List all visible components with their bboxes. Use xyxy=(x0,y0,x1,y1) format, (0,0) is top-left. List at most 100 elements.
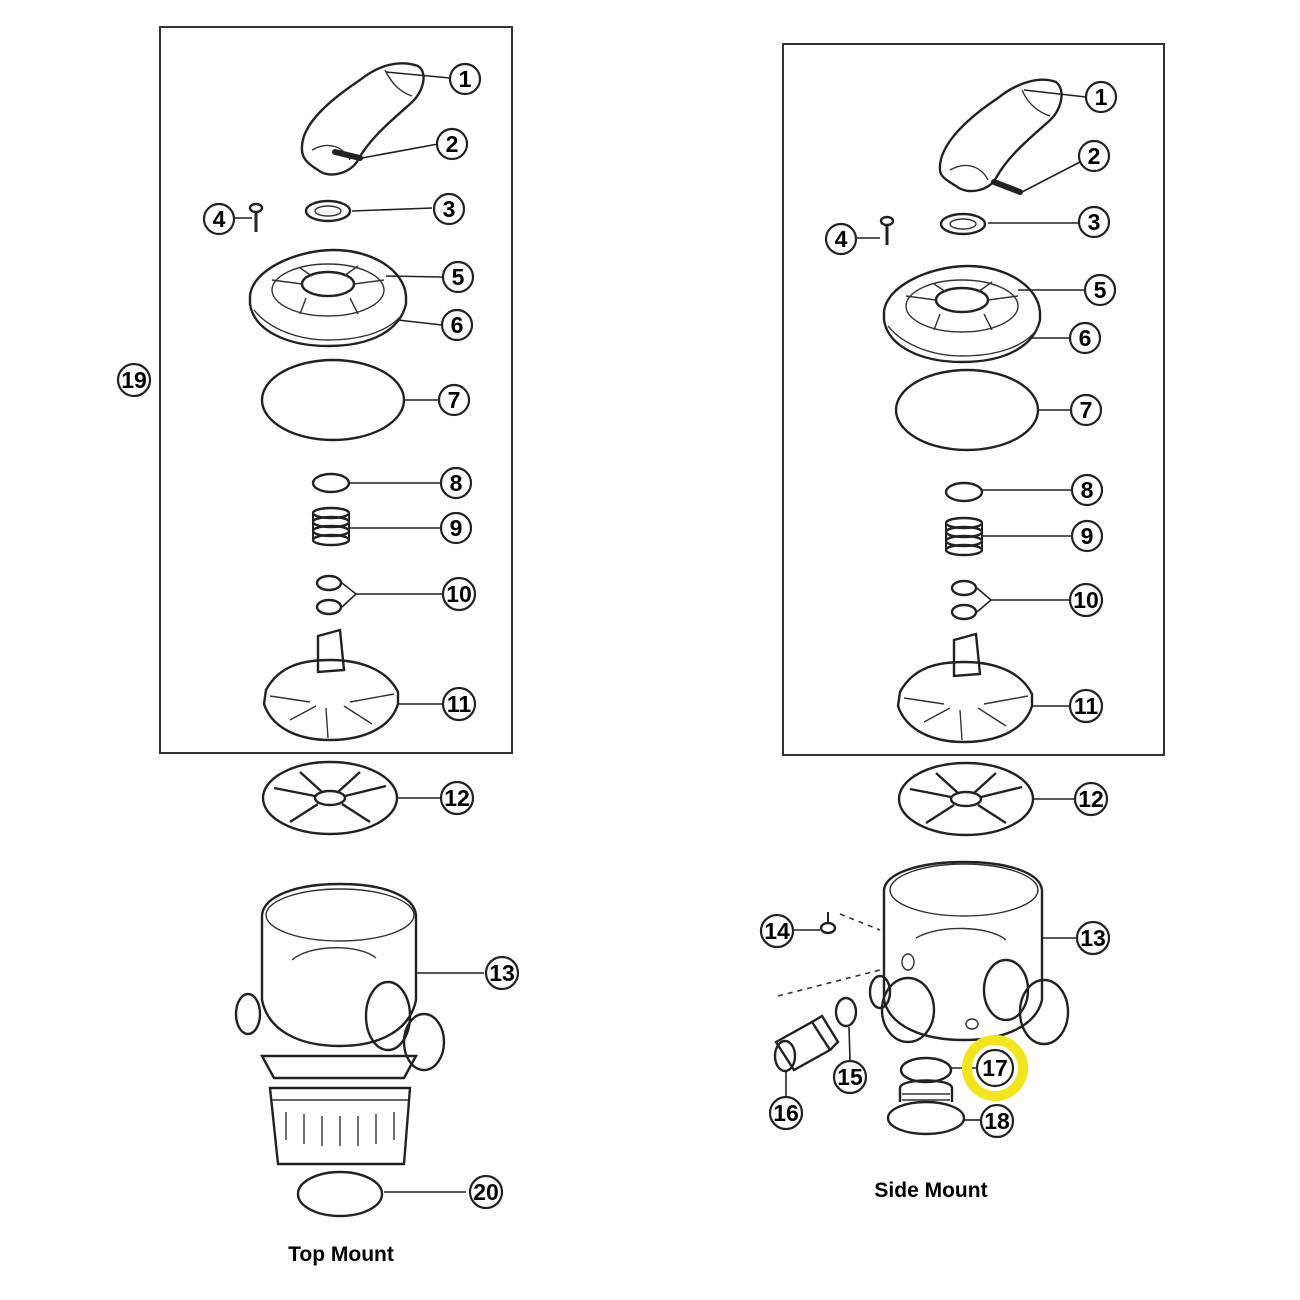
gasket-ring-lower xyxy=(315,598,343,616)
spider-gasket-part xyxy=(897,761,1035,837)
svg-text:1: 1 xyxy=(459,66,472,92)
drain-washer-part xyxy=(834,996,858,1028)
small-washer-part xyxy=(311,472,351,494)
svg-text:16: 16 xyxy=(773,1100,799,1126)
svg-text:8: 8 xyxy=(1081,477,1094,503)
valve-cover-part xyxy=(882,264,1042,364)
callout-10: 10 xyxy=(441,576,477,612)
screw-part xyxy=(879,215,895,245)
callout-20: 20 xyxy=(468,1174,504,1210)
callout-2: 2 xyxy=(1077,139,1111,173)
callout-18: 18 xyxy=(979,1103,1015,1139)
assembly-dashed-line xyxy=(839,913,881,931)
callout-1: 1 xyxy=(1084,80,1118,114)
svg-text:20: 20 xyxy=(473,1179,499,1205)
bottom-o-ring-part xyxy=(296,1170,384,1218)
svg-text:2: 2 xyxy=(446,131,459,157)
right-leader-lines xyxy=(785,89,1087,1121)
rotor-part xyxy=(896,632,1034,744)
svg-text:11: 11 xyxy=(447,691,472,717)
washer-part xyxy=(939,212,987,236)
callout-5: 5 xyxy=(1083,273,1117,307)
plug-part-18 xyxy=(886,1079,966,1136)
svg-text:18: 18 xyxy=(984,1108,1010,1134)
rotor-part xyxy=(262,628,400,742)
svg-text:9: 9 xyxy=(1081,523,1094,549)
spring-part xyxy=(311,506,351,547)
gasket-ring-lower xyxy=(950,603,978,621)
callout-3: 3 xyxy=(1077,205,1111,239)
svg-text:4: 4 xyxy=(213,206,226,232)
svg-text:3: 3 xyxy=(443,196,456,222)
large-o-ring-part xyxy=(260,358,406,442)
fitting-part xyxy=(819,912,837,935)
callout-7: 7 xyxy=(437,383,471,417)
callout-16: 16 xyxy=(768,1095,804,1131)
svg-text:19: 19 xyxy=(121,367,147,393)
top-mount-group-frame xyxy=(159,26,513,754)
side-mount-panel: 1 2 3 4 5 6 7 8 9 10 11 12 13 14 15 16 1… xyxy=(759,43,1165,1202)
o-ring-part-17 xyxy=(899,1056,953,1084)
callout-11: 11 xyxy=(1068,688,1104,724)
svg-text:10: 10 xyxy=(446,581,472,607)
large-o-ring-part xyxy=(894,368,1040,452)
svg-text:5: 5 xyxy=(1094,277,1107,303)
callout-17-highlighted: 17 xyxy=(962,1035,1028,1101)
callout-8: 8 xyxy=(1070,473,1104,507)
svg-text:13: 13 xyxy=(489,960,515,986)
handle-part xyxy=(938,78,1063,193)
svg-text:12: 12 xyxy=(444,785,470,811)
callout-6: 6 xyxy=(440,308,474,342)
spider-gasket-part xyxy=(261,760,399,836)
callout-13: 13 xyxy=(1075,920,1111,956)
svg-text:7: 7 xyxy=(1080,397,1093,423)
svg-text:9: 9 xyxy=(450,515,463,541)
small-washer-part xyxy=(944,481,984,503)
right-callouts: 1 2 3 4 5 6 7 8 9 10 11 12 13 14 15 16 1… xyxy=(759,80,1118,1139)
valve-cover-part xyxy=(248,248,408,348)
callout-12: 12 xyxy=(1073,781,1109,817)
callout-15: 15 xyxy=(832,1059,868,1095)
top-mount-caption: Top Mount xyxy=(288,1243,394,1266)
callout-1: 1 xyxy=(448,62,482,96)
gasket-ring-upper xyxy=(315,574,343,592)
callout-9: 9 xyxy=(439,511,473,545)
left-leader-lines xyxy=(235,71,484,1193)
top-mount-panel: 1 2 3 4 5 6 7 8 9 10 11 12 13 20 19 Top … xyxy=(116,26,520,1266)
svg-text:11: 11 xyxy=(1074,693,1099,719)
svg-text:13: 13 xyxy=(1080,925,1106,951)
drain-plug-part xyxy=(773,1014,840,1073)
svg-text:7: 7 xyxy=(448,387,461,413)
svg-text:2: 2 xyxy=(1088,143,1101,169)
callout-8: 8 xyxy=(439,466,473,500)
callout-6: 6 xyxy=(1068,321,1102,355)
pin-part xyxy=(991,179,1023,195)
callout-19-group: 19 xyxy=(116,362,152,398)
spring-part xyxy=(944,516,984,557)
callout-11: 11 xyxy=(441,686,477,722)
callout-9: 9 xyxy=(1070,519,1104,553)
left-callouts: 1 2 3 4 5 6 7 8 9 10 11 12 13 20 19 xyxy=(116,62,520,1210)
gasket-ring-upper xyxy=(950,579,978,597)
callout-5: 5 xyxy=(441,260,475,294)
svg-text:8: 8 xyxy=(450,470,463,496)
callout-14: 14 xyxy=(759,913,795,949)
svg-text:5: 5 xyxy=(452,264,465,290)
assembly-dashed-line xyxy=(777,969,881,997)
callout-2: 2 xyxy=(435,127,469,161)
washer-part xyxy=(304,199,352,223)
callout-13: 13 xyxy=(484,955,520,991)
callout-4: 4 xyxy=(202,202,236,236)
pin-part xyxy=(332,149,363,161)
callout-4: 4 xyxy=(824,222,858,256)
svg-text:4: 4 xyxy=(835,226,848,252)
svg-text:12: 12 xyxy=(1078,786,1104,812)
screw-part xyxy=(248,202,264,232)
svg-text:3: 3 xyxy=(1088,209,1101,235)
svg-text:6: 6 xyxy=(451,312,464,338)
svg-text:6: 6 xyxy=(1079,325,1092,351)
valve-body-side-mount-part xyxy=(868,860,1070,1046)
svg-text:17: 17 xyxy=(982,1055,1008,1081)
svg-text:10: 10 xyxy=(1073,587,1099,613)
